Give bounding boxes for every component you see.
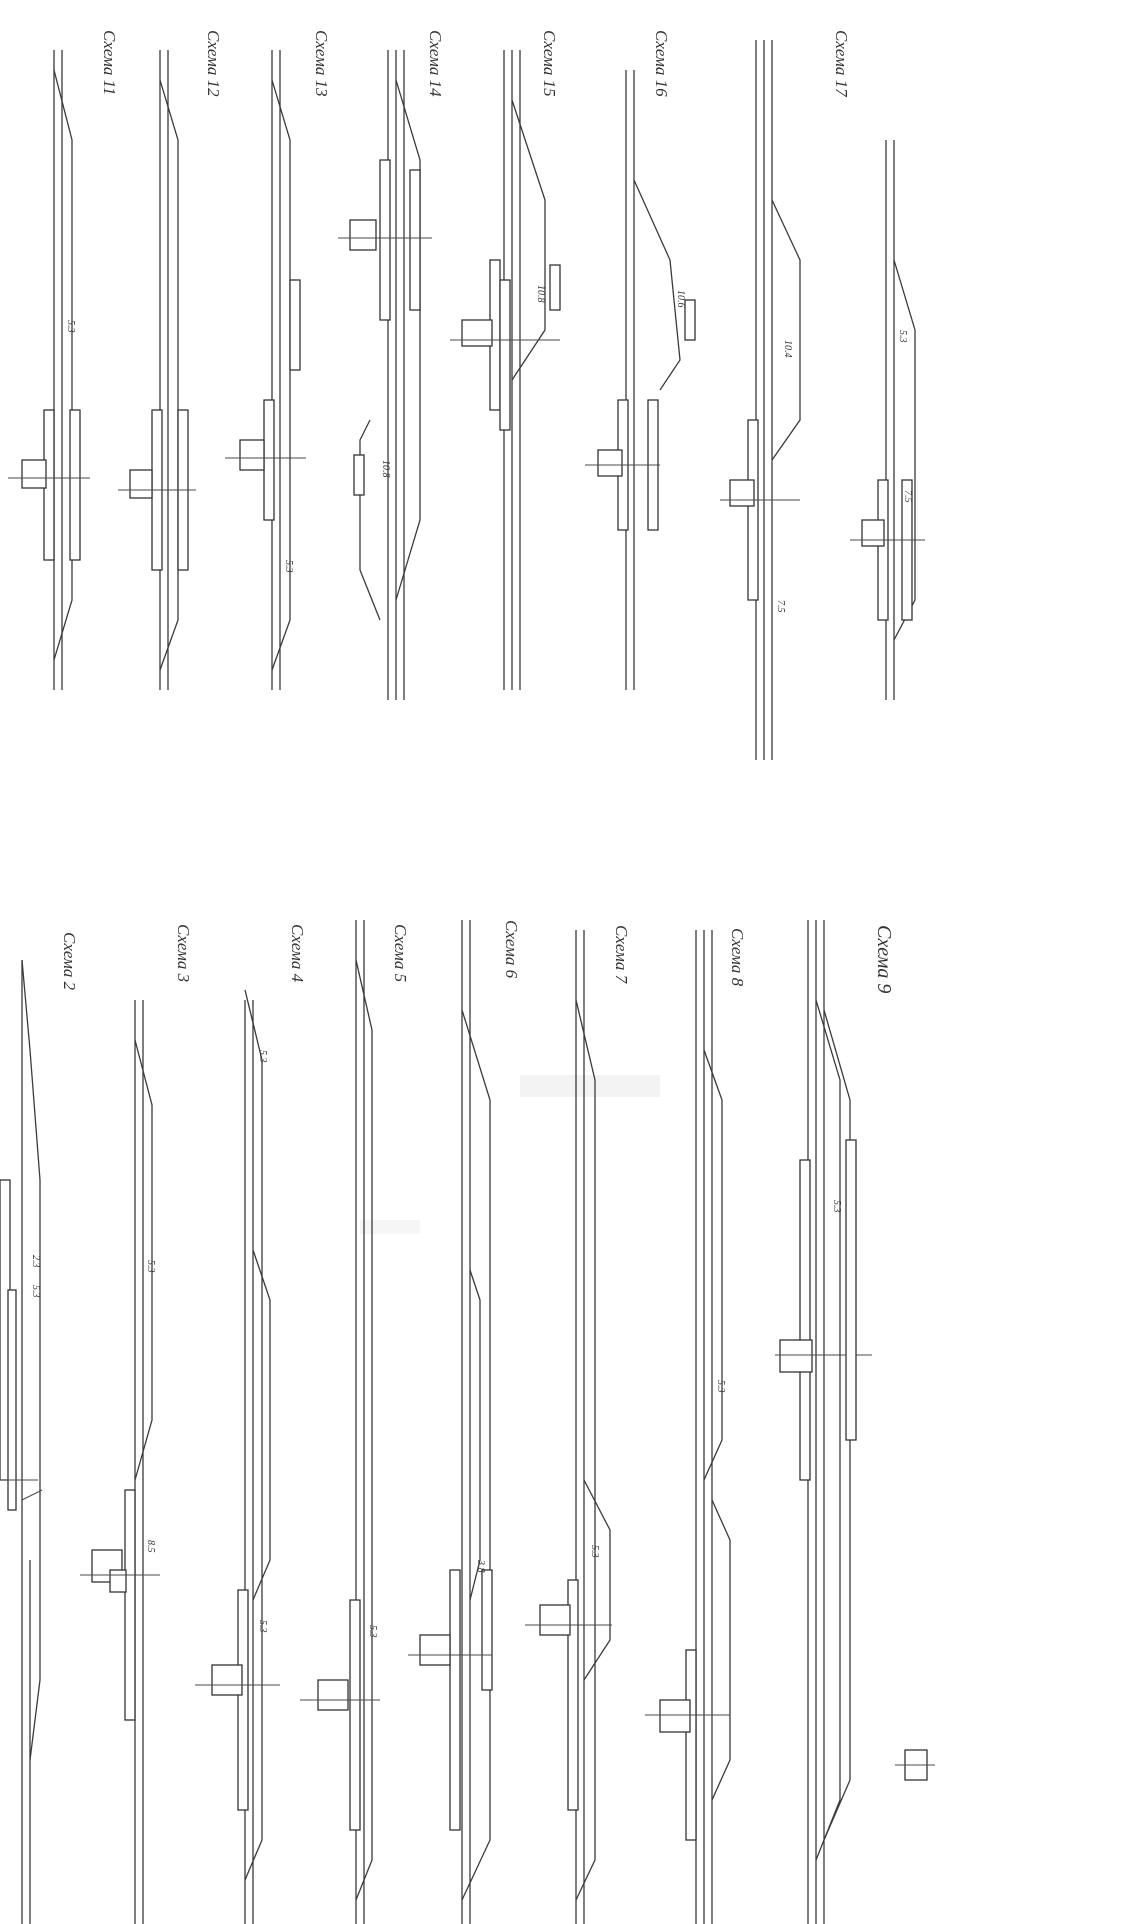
scheme-11-label: Схема 11 — [100, 30, 119, 95]
scheme-7-diagram — [525, 930, 612, 1924]
dimension-label: 5.3 — [897, 330, 908, 343]
dimension-label: 5.3 — [65, 320, 76, 333]
scheme-12-label: Схема 12 — [204, 30, 223, 97]
scheme-4-label: Схема 4 — [288, 924, 307, 983]
dimension-label: 10.8 — [380, 460, 391, 478]
dimension-label: 5.3 — [831, 1200, 842, 1213]
scheme-2-diagram — [0, 959, 43, 1924]
dimension-label: 5.3 — [283, 560, 294, 573]
scheme-12-diagram — [118, 50, 196, 690]
scheme-4-diagram — [195, 989, 280, 1924]
dimension-label: 3.8 — [475, 1559, 486, 1573]
scan-smudge — [520, 1075, 660, 1097]
dimension-label: 10.6 — [675, 290, 686, 308]
dimension-label: 5.3 — [367, 1625, 378, 1638]
dimension-label: 5.3 — [715, 1380, 726, 1393]
scheme-14-label: Схема 14 — [426, 30, 445, 97]
scheme-16-label: Схема 16 — [652, 30, 671, 97]
scheme-14-diagram — [338, 50, 432, 700]
scheme-7-label: Схема 7 — [612, 925, 631, 985]
dimension-label: 2.3 — [30, 1255, 41, 1268]
scheme-8-diagram — [645, 930, 731, 1924]
scheme-11-diagram — [8, 50, 90, 690]
scheme-6-label: Схема 6 — [502, 920, 521, 979]
scheme-3-label: Схема 3 — [174, 924, 193, 982]
dimension-label: 5.3 — [589, 1545, 600, 1558]
dimension-label: 5.3 — [257, 1050, 268, 1063]
dimension-label: 7.5 — [775, 600, 786, 613]
dimension-label: 10.8 — [535, 285, 546, 303]
scheme-9-diagram — [775, 920, 872, 1924]
scheme-5-diagram — [300, 920, 380, 1924]
scheme-17-diagram — [720, 40, 801, 760]
dimension-label: 5.3 — [30, 1285, 41, 1298]
scheme-13-diagram — [225, 50, 306, 690]
scheme-9-label: Схема 9 — [873, 925, 895, 993]
scheme-10-fragment — [895, 1749, 935, 1781]
scheme-5-label: Схема 5 — [391, 924, 410, 982]
dimension-label: 5.3 — [257, 1620, 268, 1633]
scheme-6-diagram — [408, 920, 493, 1924]
scheme-2-label: Схема 2 — [60, 932, 79, 991]
scheme-15-diagram — [450, 50, 561, 690]
scheme-8-label: Схема 8 — [728, 928, 747, 987]
scheme-3-diagram — [80, 1000, 160, 1924]
scheme-15-label: Схема 15 — [540, 30, 559, 97]
scan-smudge — [360, 1220, 420, 1234]
dimension-label: 7.5 — [902, 490, 913, 503]
scheme-18-diagram — [850, 140, 925, 700]
scheme-16-diagram — [585, 70, 696, 690]
dimension-label: 10.4 — [782, 340, 793, 358]
dimension-label: 5.3 — [145, 1260, 156, 1273]
scheme-17-label: Схема 17 — [832, 30, 851, 98]
scheme-13-label: Схема 13 — [312, 30, 331, 97]
dimension-label: 8.5 — [145, 1540, 156, 1553]
